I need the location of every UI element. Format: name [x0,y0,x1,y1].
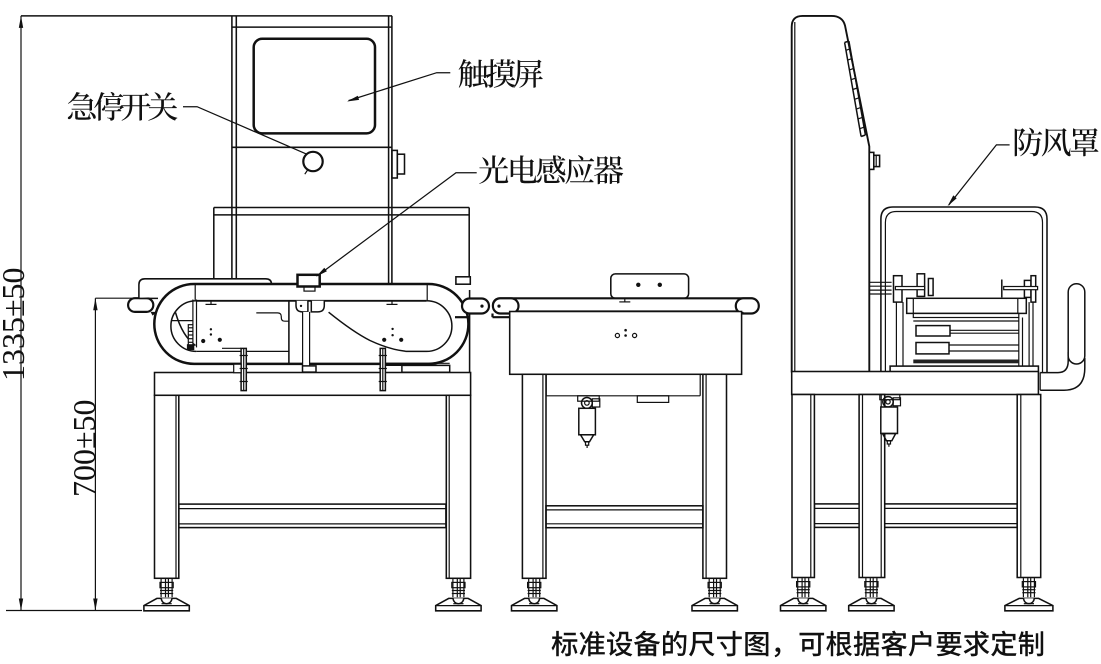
svg-text:1335±50: 1335±50 [0,267,31,381]
svg-text:700±50: 700±50 [66,399,102,497]
